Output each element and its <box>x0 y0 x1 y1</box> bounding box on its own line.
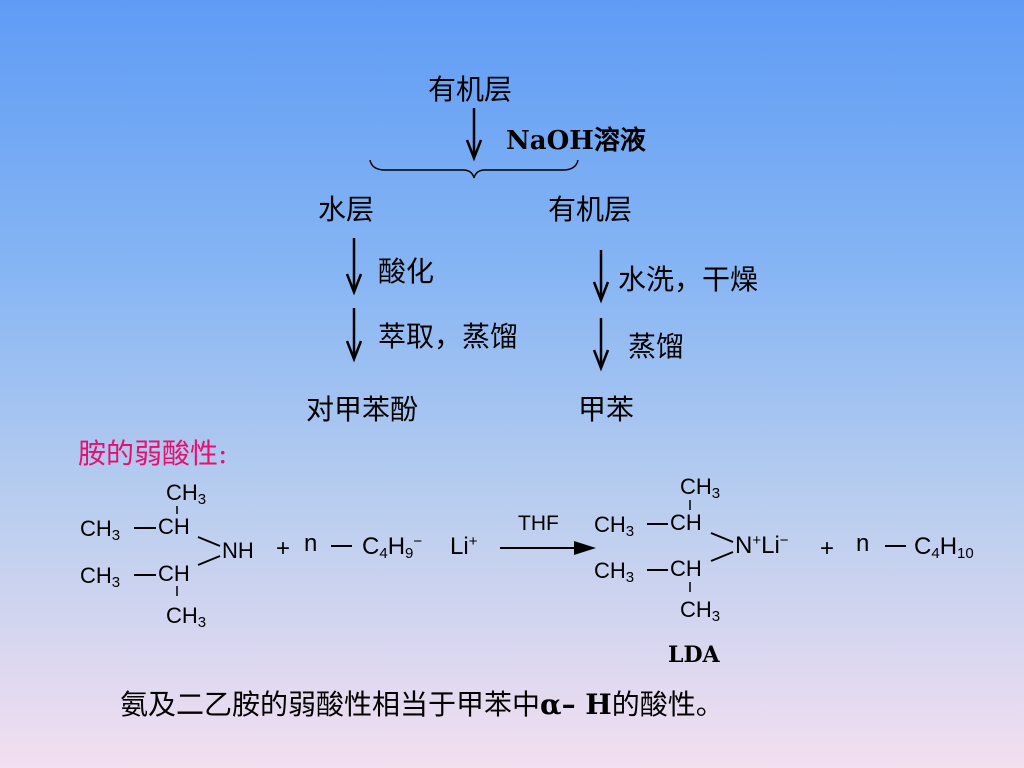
plus-sign-1: + <box>276 535 291 562</box>
distill-label: 蒸馏 <box>628 330 685 363</box>
lithium-cation: Li+ <box>450 533 478 560</box>
naoh-reagent-label: NaOH溶液 <box>506 126 646 156</box>
reactant-ch-lower: CH <box>158 561 190 586</box>
thf-solvent-label: THF <box>518 512 559 535</box>
brace <box>369 159 579 179</box>
product-n-li: N+Li− <box>735 532 789 559</box>
product-ch3-left-upper: CH3 <box>594 512 635 540</box>
acidify-label: 酸化 <box>378 255 435 288</box>
reactant-ch3-left-lower: CH3 <box>80 563 121 591</box>
butyl-anion: C4H9− <box>362 533 423 562</box>
reactant-ch3-bottom: CH3 <box>166 603 207 631</box>
reactant-ch-upper: CH <box>158 514 190 539</box>
lda-label: LDA <box>668 642 720 668</box>
product-ch3-top: CH3 <box>680 474 721 502</box>
extract-distill-label: 萃取，蒸馏 <box>378 320 519 353</box>
water-layer-label: 水层 <box>318 193 375 226</box>
wash-dry-label: 水洗，干燥 <box>618 263 759 296</box>
reactant-ch3-left-upper: CH3 <box>80 516 121 544</box>
n-prefix-2: n <box>856 530 870 557</box>
reactant-nh: NH <box>222 538 254 563</box>
product-p-cresol: 对甲苯酚 <box>306 393 419 426</box>
product-toluene: 甲苯 <box>578 393 635 426</box>
reactant-ch3-top: CH3 <box>166 480 207 508</box>
product-ch-upper: CH <box>670 510 702 535</box>
organic-layer-right-label: 有机层 <box>548 193 633 226</box>
organic-layer-top: 有机层 <box>428 73 513 106</box>
product-ch-lower: CH <box>670 556 702 581</box>
conclusion-text: 氨及二乙胺的弱酸性相当于甲苯中α– H的酸性。 <box>120 688 724 721</box>
product-ch3-left-lower: CH3 <box>594 558 635 586</box>
butane-product: C4H10 <box>914 533 974 562</box>
n-prefix-1: n <box>304 530 318 557</box>
plus-sign-2: + <box>820 535 835 562</box>
product-ch3-bottom: CH3 <box>680 597 721 625</box>
section-heading: 胺的弱酸性: <box>78 437 228 470</box>
